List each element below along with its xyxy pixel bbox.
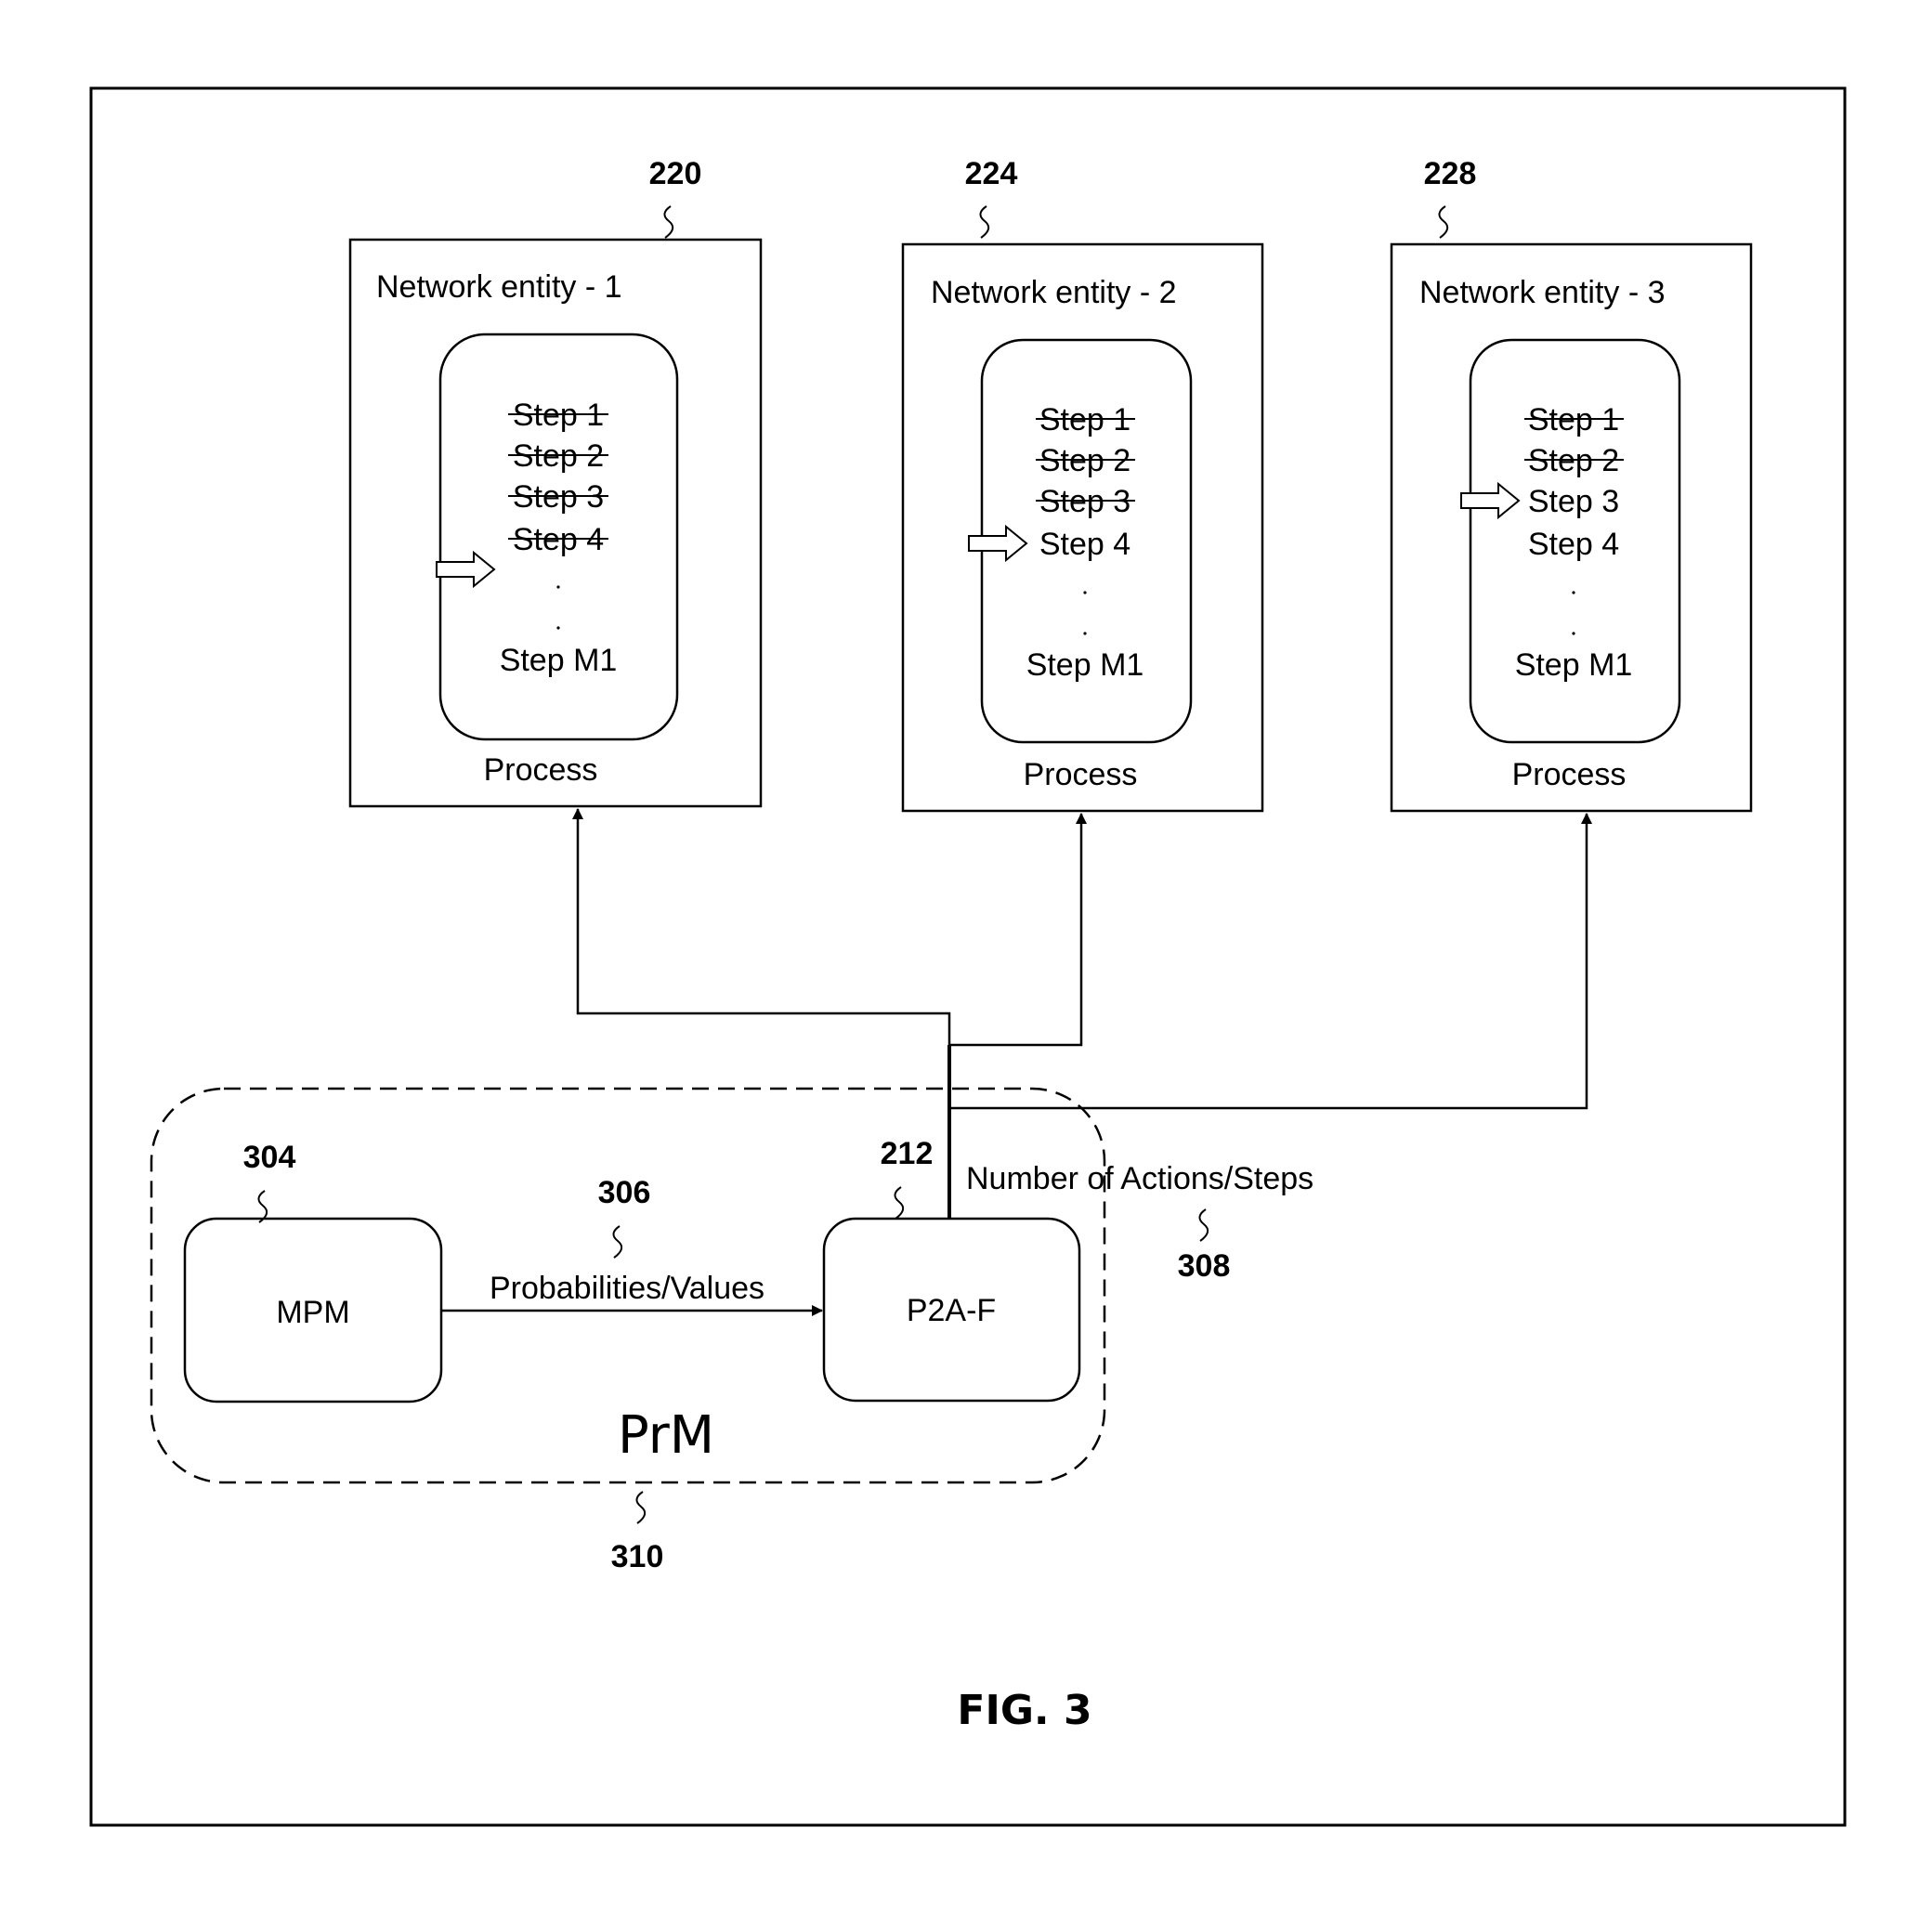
- entity-2-pointer-arrow: [968, 524, 1028, 563]
- ref-310: 310: [611, 1539, 664, 1574]
- ellipsis-dot: [1083, 591, 1087, 594]
- leader-304: [257, 1190, 268, 1223]
- ellipsis-dot: [556, 585, 560, 589]
- network-entity-1: 220 Network entity - 1 Step 1 Step 2 Ste…: [348, 156, 763, 808]
- entity-3-box: [1390, 242, 1753, 813]
- ellipsis-dot: [1572, 632, 1575, 635]
- prm-dashed-boundary: [150, 1087, 1106, 1484]
- entity-3-last-step: Step M1: [1515, 647, 1633, 683]
- entity-1-process-box: [438, 333, 679, 741]
- leader-310: [635, 1491, 647, 1524]
- entity-3-process-box: [1469, 338, 1681, 744]
- leader-224: [979, 205, 990, 239]
- flow-label: Probabilities/Values: [490, 1271, 764, 1306]
- leader-212: [894, 1186, 905, 1220]
- ref-304: 304: [243, 1140, 296, 1175]
- output-annotation: Number of Actions/Steps 308: [966, 1161, 1313, 1284]
- figure-caption: FIG. 3: [957, 1687, 1091, 1734]
- p2af-box: [822, 1217, 1081, 1403]
- leader-308: [1198, 1208, 1209, 1242]
- entity-3-title: Network entity - 3: [1419, 275, 1666, 310]
- leader-220: [663, 205, 674, 239]
- mpm-label: MPM: [276, 1295, 349, 1330]
- entity-3-step-3: Step 3: [1528, 484, 1619, 519]
- connector-to-entity-2: [949, 813, 1087, 1047]
- entity-1-pointer-arrow: [436, 550, 496, 589]
- entity-1-title: Network entity - 1: [376, 269, 622, 305]
- outer-frame: [89, 86, 1847, 1827]
- entity-2-box: [901, 242, 1264, 813]
- ref-308: 308: [1178, 1248, 1231, 1284]
- ellipsis-dot: [556, 626, 560, 630]
- entity-2-footer: Process: [1024, 757, 1138, 792]
- entity-3-pointer-arrow: [1460, 481, 1521, 520]
- entity-1-footer: Process: [484, 752, 598, 788]
- entity-1-box: [348, 238, 763, 808]
- ref-306: 306: [598, 1175, 651, 1210]
- ellipsis-dot: [1572, 591, 1575, 594]
- connector-to-entity-3: [949, 813, 1592, 1110]
- ref-224: 224: [965, 156, 1018, 191]
- entity-3-step-4: Step 4: [1528, 527, 1619, 562]
- ref-220: 220: [649, 156, 702, 191]
- entity-3-footer: Process: [1512, 757, 1627, 792]
- network-entity-2: 224 Network entity - 2 Step 1 Step 2 Ste…: [901, 156, 1264, 813]
- prm-label: PrM: [618, 1405, 714, 1466]
- leader-228: [1438, 205, 1449, 239]
- leader-306: [612, 1225, 623, 1259]
- network-entity-3: 228 Network entity - 3 Step 1 Step 2 Ste…: [1390, 156, 1753, 813]
- ref-228: 228: [1424, 156, 1477, 191]
- entity-1-last-step: Step M1: [500, 643, 618, 678]
- entity-2-title: Network entity - 2: [931, 275, 1177, 310]
- entity-2-last-step: Step M1: [1026, 647, 1144, 683]
- output-label: Number of Actions/Steps: [966, 1161, 1313, 1196]
- p2af-label: P2A-F: [907, 1293, 996, 1328]
- entity-2-step-4: Step 4: [1039, 527, 1130, 562]
- ellipsis-dot: [1083, 632, 1087, 635]
- ref-212: 212: [881, 1136, 934, 1171]
- prm-group: 304 MPM 306 Probabilities/Values 212 P2A…: [150, 1087, 1106, 1574]
- connector-lines: [572, 808, 1592, 1219]
